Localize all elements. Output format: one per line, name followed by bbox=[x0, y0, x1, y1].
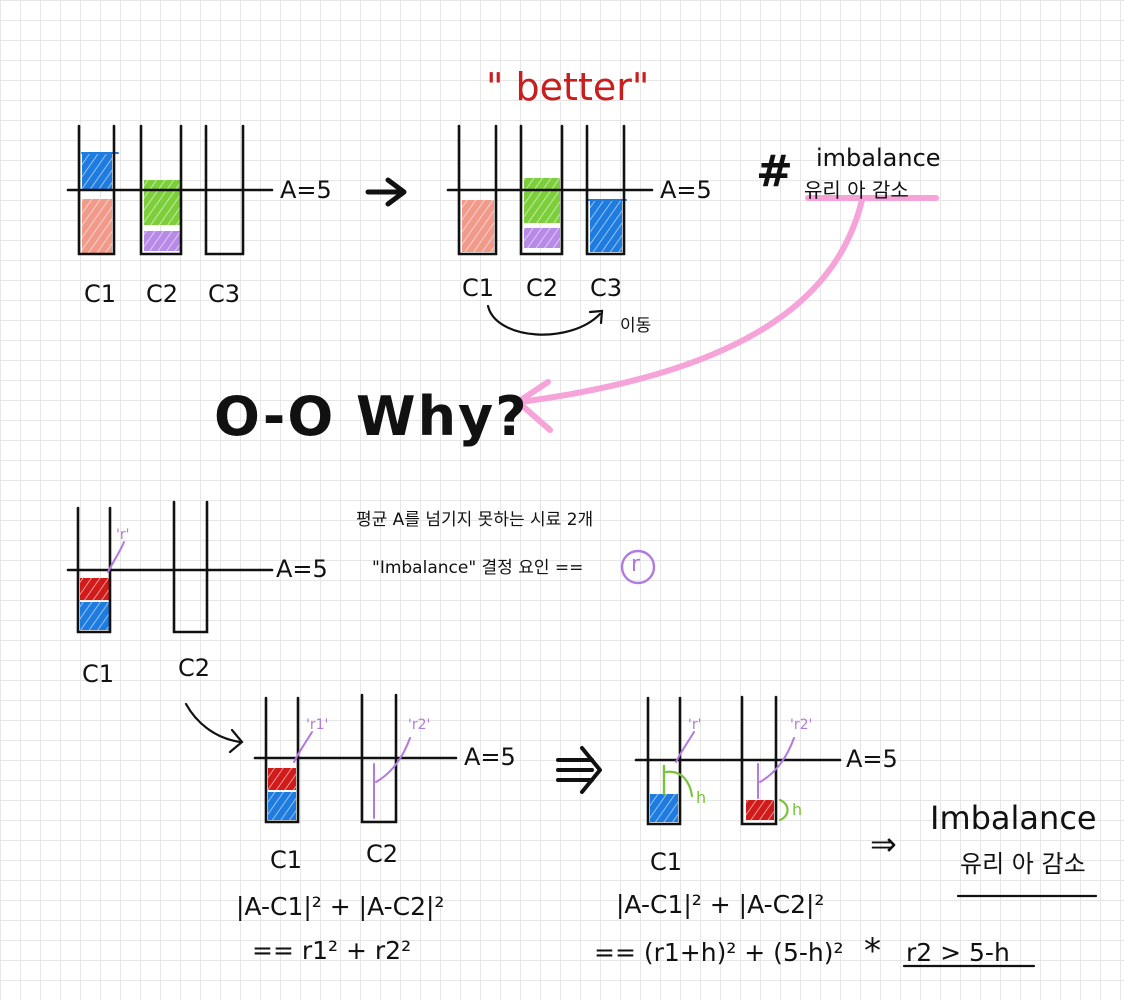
hash-mark: # bbox=[756, 146, 793, 197]
section4-diagram bbox=[634, 695, 842, 826]
h-label-1: h bbox=[696, 788, 707, 807]
section1-right-diagram bbox=[446, 124, 654, 336]
underlines bbox=[902, 894, 1098, 968]
section1-arrow bbox=[365, 177, 407, 207]
threshold-label-1b: A=5 bbox=[660, 176, 712, 204]
r-circle bbox=[620, 549, 656, 585]
conclusion-arrow: ⇒ bbox=[870, 825, 897, 863]
threshold-label-2: A=5 bbox=[276, 555, 328, 583]
column-label-c1: C1 bbox=[84, 280, 117, 308]
condition-text: r2 > 5-h bbox=[906, 938, 1010, 967]
note-samples: 평균 A를 넘기지 못하는 시료 2개 bbox=[356, 510, 594, 530]
formula-r-squares: == r1² + r2² bbox=[252, 936, 412, 965]
section3-entry-arrow bbox=[184, 702, 244, 754]
column-label-c3: C3 bbox=[208, 280, 241, 308]
column-label-c1-s2: C1 bbox=[82, 660, 115, 688]
section1-arrow-text: → bbox=[341, 222, 342, 223]
column-label-c2: C2 bbox=[146, 280, 179, 308]
better-title: " better" bbox=[486, 65, 650, 109]
implies-text: ⇛ bbox=[562, 740, 563, 741]
r-circle-label: r bbox=[631, 552, 641, 577]
r2-label-s4: 'r2' bbox=[790, 717, 813, 733]
column-label-c3-right: C3 bbox=[590, 274, 623, 302]
section2-diagram bbox=[66, 500, 274, 634]
formula-sum-squares: |A-C1|² + |A-C2|² bbox=[236, 892, 445, 921]
column-label-c1-s4: C1 bbox=[650, 848, 683, 876]
conclusion-line1: Imbalance bbox=[930, 799, 1097, 837]
why-text: O-O Why? bbox=[214, 385, 529, 448]
r-label-s4: 'r' bbox=[688, 717, 702, 733]
column-label-c2-s2: C2 bbox=[178, 654, 211, 682]
move-label: 이동 bbox=[620, 316, 652, 336]
imbalance-note-line1: imbalance bbox=[816, 144, 941, 172]
r2-label: 'r2' bbox=[408, 717, 431, 733]
column-label-c2-right: C2 bbox=[526, 274, 559, 302]
threshold-label-1a: A=5 bbox=[280, 176, 332, 204]
imbalance-note-line2: 유리 아 감소 bbox=[804, 178, 909, 202]
section1-left-diagram bbox=[66, 124, 274, 256]
star-mark: * bbox=[864, 931, 881, 971]
pink-arrow bbox=[513, 195, 939, 433]
column-label-c2-s3: C2 bbox=[366, 840, 399, 868]
column-label-c1-right: C1 bbox=[462, 274, 495, 302]
h-label-2: h bbox=[792, 800, 803, 819]
column-label-c1-s3: C1 bbox=[270, 846, 303, 874]
conclusion-line2: 유리 아 감소 bbox=[960, 850, 1086, 878]
implies-arrow bbox=[556, 746, 602, 794]
threshold-label-4: A=5 bbox=[846, 745, 898, 773]
formula-sum-squares-s4: |A-C1|² + |A-C2|² bbox=[616, 890, 825, 919]
note-determinant: "Imbalance" 결정 요인 == bbox=[372, 558, 584, 578]
threshold-label-3: A=5 bbox=[464, 743, 516, 771]
r1-label: 'r1' bbox=[306, 717, 329, 733]
move-arrow bbox=[486, 304, 602, 336]
section3-diagram bbox=[253, 693, 458, 824]
formula-expanded: == (r1+h)² + (5-h)² bbox=[594, 938, 844, 967]
r-label: 'r' bbox=[116, 527, 130, 543]
